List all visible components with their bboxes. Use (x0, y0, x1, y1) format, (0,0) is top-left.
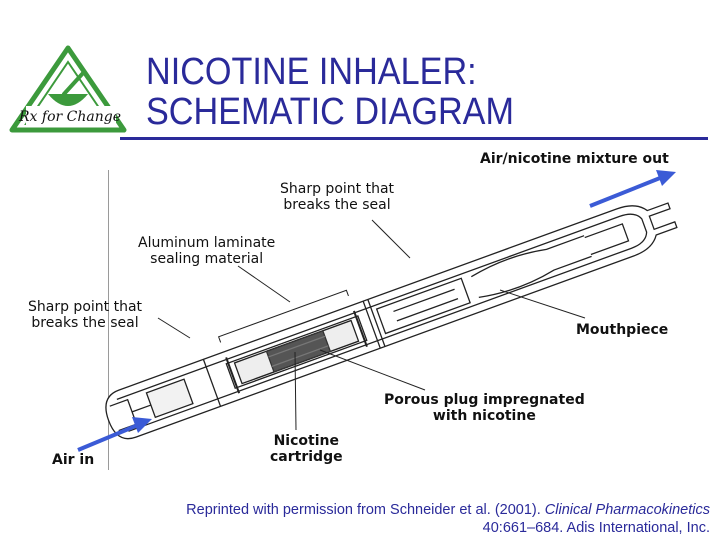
title-line-1: NICOTINE INHALER: (146, 51, 477, 93)
leader-lines (157, 219, 586, 431)
label-plug-line2: with nicotine (432, 408, 536, 424)
label-plug-line1: Porous plug impregnated (384, 392, 585, 408)
leader-aluminum (237, 265, 291, 303)
label-porous-plug: Porous plug impregnated with nicotine (384, 392, 585, 424)
svg-text:Rx for Change: Rx for Change (18, 109, 121, 125)
leader-cartridge (294, 351, 297, 431)
inhaler-device (105, 202, 678, 440)
label-sharp-point-left: Sharp point that breaks the seal (28, 299, 142, 331)
label-sharp-left-line2: breaks the seal (31, 315, 139, 331)
label-air-out: Air/nicotine mixture out (480, 151, 669, 167)
leader-mouthpiece (499, 289, 586, 319)
citation-line-2: 40:661–684. Adis International, Inc. (482, 520, 710, 536)
citation: Reprinted with permission from Schneider… (186, 501, 710, 537)
label-mouthpiece: Mouthpiece (576, 322, 669, 338)
leader-sharp-left (157, 317, 191, 339)
label-alum-line1: Aluminum laminate (138, 235, 276, 251)
label-nicotine-cartridge: Nicotine cartridge (270, 433, 343, 465)
label-sharp-left-line1: Sharp point that (28, 299, 143, 315)
leader-porous-plug (319, 349, 426, 391)
label-cart-line1: Nicotine (273, 433, 339, 449)
citation-line-1: Reprinted with permission from Schneider… (186, 501, 710, 519)
arrow-air-out (589, 170, 676, 208)
citation-journal: Clinical Pharmacokinetics (544, 502, 710, 518)
label-sharp-top-line1: Sharp point that (280, 181, 395, 197)
label-alum-line2: sealing material (150, 251, 264, 267)
citation-prefix: Reprinted with permission from Schneider… (186, 502, 545, 518)
label-cart-line2: cartridge (270, 449, 343, 465)
title-underline (120, 137, 708, 140)
label-sharp-point-top: Sharp point that breaks the seal (280, 181, 394, 213)
label-aluminum-laminate: Aluminum laminate sealing material (138, 235, 275, 267)
label-air-in: Air in (52, 452, 95, 468)
left-guide-line (108, 170, 109, 470)
rx-for-change-logo: Rx for Change (8, 44, 134, 140)
leader-sharp-top (371, 219, 411, 259)
title-line-2: SCHEMATIC DIAGRAM (146, 91, 514, 133)
page-title: NICOTINE INHALER: SCHEMATIC DIAGRAM (146, 52, 514, 132)
label-sharp-top-line2: breaks the seal (283, 197, 391, 213)
arrow-air-in (77, 417, 152, 452)
